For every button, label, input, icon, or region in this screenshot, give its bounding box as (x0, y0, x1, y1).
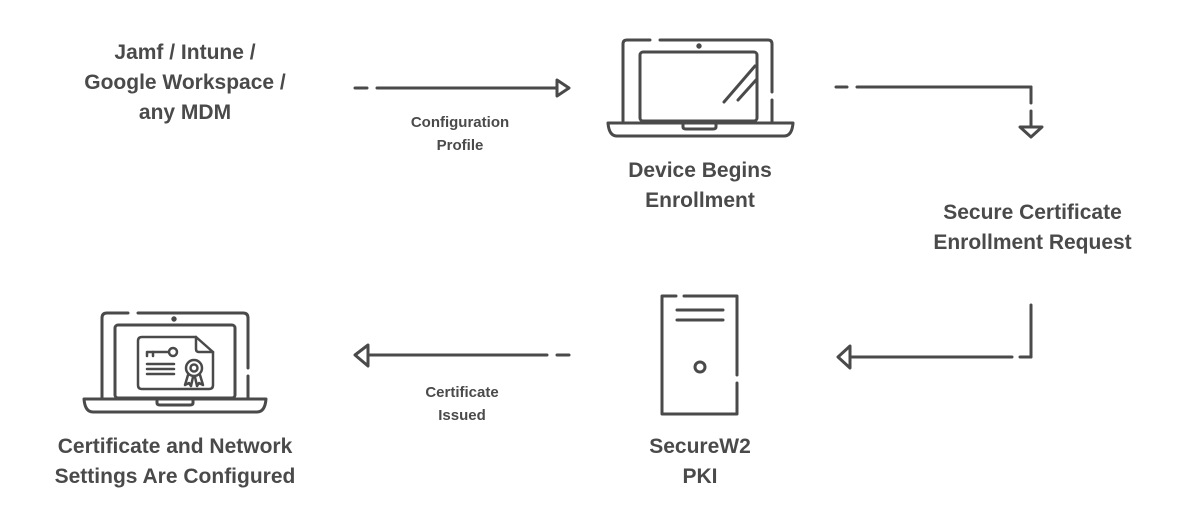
label-line: Enrollment Request (933, 230, 1132, 254)
laptop-icon (606, 38, 795, 138)
arrow-enrollment-request (834, 85, 1044, 139)
label-line: Profile (436, 137, 484, 155)
label-line: SecureW2 (649, 435, 751, 458)
label-line: Device Begins (628, 159, 772, 182)
label-line: Jamf / Intune / (114, 41, 256, 64)
label-line: any MDM (138, 100, 232, 124)
label-line: Secure Certificate (943, 201, 1122, 224)
label-line: Google Workspace / (84, 70, 286, 94)
node-device-label: Device Begins Enrollment (590, 156, 810, 216)
label-line: Settings Are Configured (54, 464, 296, 488)
label-line: Configuration (410, 114, 510, 131)
node-pki-label: SecureW2 PKI (600, 432, 800, 492)
label-line: Enrollment (645, 188, 755, 212)
arrow-to-pki (836, 303, 1033, 370)
server-icon (660, 294, 739, 416)
node-request-label: Secure Certificate Enrollment Request (905, 198, 1160, 258)
label-line: Issued (438, 407, 486, 425)
label-line: PKI (682, 464, 718, 488)
edge-cert-issued-label: Certificate Issued (382, 381, 542, 428)
arrow-cert-issued (353, 343, 571, 368)
label-line: Certificate and Network (57, 435, 293, 458)
label-line: Certificate (425, 384, 499, 401)
node-configured-label: Certificate and Network Settings Are Con… (20, 432, 330, 492)
node-mdm-label: Jamf / Intune / Google Workspace / any M… (60, 38, 310, 127)
edge-config-profile-label: Configuration Profile (380, 111, 540, 158)
certificate-icon (136, 335, 215, 391)
laptop-certificate-icon (82, 311, 268, 414)
arrow-config-profile (353, 78, 571, 98)
